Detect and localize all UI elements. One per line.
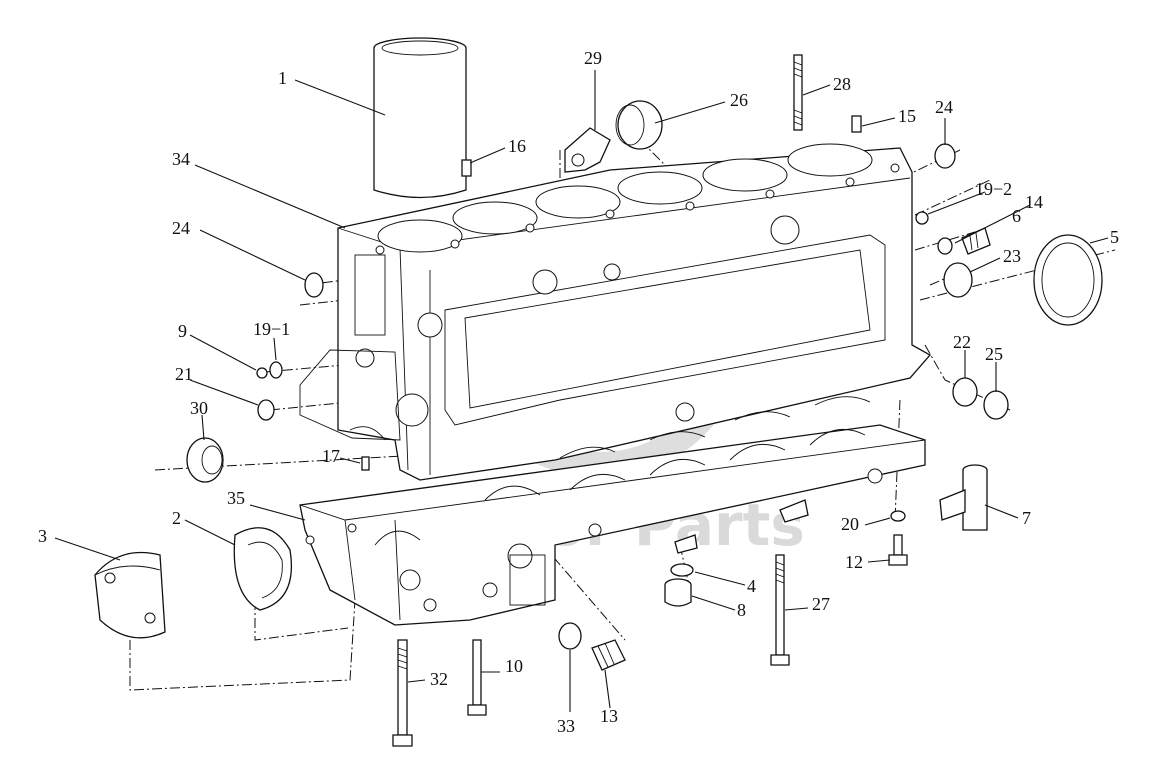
- plug-21: [257, 399, 275, 421]
- callout-17: 17: [322, 446, 340, 466]
- callout-10: 10: [505, 656, 523, 676]
- callout-25: 25: [985, 344, 1003, 364]
- ring-22: [952, 377, 978, 407]
- seal-ring-19-2: [915, 211, 929, 225]
- pin-15: [851, 115, 862, 133]
- callout-3: 3: [38, 526, 47, 546]
- clip-a: [779, 499, 809, 523]
- thrust-washer-2: [233, 527, 293, 611]
- callout-8: 8: [737, 600, 746, 620]
- washer-9: [256, 367, 268, 379]
- callout-21: 21: [175, 364, 193, 384]
- lower-crankcase: [299, 424, 926, 626]
- bolt-32: [392, 639, 413, 747]
- callout-29: 29: [584, 48, 602, 68]
- callout-19-1: 19−1: [253, 319, 290, 339]
- leader-lines: [54, 70, 1109, 712]
- callout-15: 15: [898, 106, 916, 126]
- washer-20: [890, 510, 906, 522]
- callout-7: 7: [1022, 508, 1031, 528]
- clip-b: [674, 534, 698, 554]
- cup-plug-30: [186, 437, 224, 483]
- callout-23: 23: [1003, 246, 1021, 266]
- callout-16: 16: [508, 136, 526, 156]
- callout-6: 6: [1012, 206, 1021, 226]
- cup-plug-left: [304, 272, 324, 298]
- cup-plug-upper: [934, 143, 956, 169]
- water-elbow: [564, 127, 611, 173]
- bolt-12: [888, 534, 908, 566]
- pin-17: [361, 456, 370, 471]
- callout-35: 35: [227, 488, 245, 508]
- cylinder-block: [299, 143, 932, 481]
- main-bearing-bolt-27: [770, 554, 790, 666]
- washer-4: [670, 563, 694, 577]
- washer-6: [937, 237, 953, 255]
- core-plug-large: [615, 100, 663, 150]
- callout-30: 30: [190, 398, 208, 418]
- callout-22: 22: [953, 332, 971, 352]
- seal-ring-19-1: [269, 361, 283, 379]
- callout-27: 27: [812, 594, 830, 614]
- callout-5: 5: [1110, 227, 1119, 247]
- stud-bolt: [793, 54, 803, 131]
- callout-33: 33: [557, 716, 575, 736]
- callout-24-left: 24: [172, 218, 190, 238]
- callout-13: 13: [600, 706, 618, 726]
- cylinder-liner: [373, 37, 467, 199]
- callout-28: 28: [833, 74, 851, 94]
- callout-14: 14: [1025, 192, 1043, 212]
- ring-25: [983, 390, 1009, 420]
- callout-4: 4: [747, 576, 756, 596]
- callout-26: 26: [730, 90, 748, 110]
- callout-24-upper: 24: [935, 97, 953, 117]
- callout-34: 34: [172, 149, 190, 169]
- callout-2: 2: [172, 508, 181, 528]
- drain-plug-13: [591, 639, 626, 671]
- sleeve-8: [664, 578, 692, 607]
- callout-12: 12: [845, 552, 863, 572]
- dowel-pin-16: [461, 159, 472, 177]
- callout-1: 1: [278, 68, 287, 88]
- tube-fitting-7: [939, 464, 988, 531]
- callout-20: 20: [841, 514, 859, 534]
- callout-labels: 1 16 29 26 28 15 24 34 19−2 14 6 5 23 24…: [38, 48, 1119, 736]
- seal-ring-33: [558, 622, 582, 650]
- bolt-10: [467, 639, 487, 716]
- bearing-cap-3: [94, 551, 166, 639]
- callout-9: 9: [178, 321, 187, 341]
- callout-19-2: 19−2: [975, 179, 1012, 199]
- callout-32: 32: [430, 669, 448, 689]
- rear-oil-seal: [1033, 234, 1103, 326]
- cup-plug-23: [943, 262, 973, 298]
